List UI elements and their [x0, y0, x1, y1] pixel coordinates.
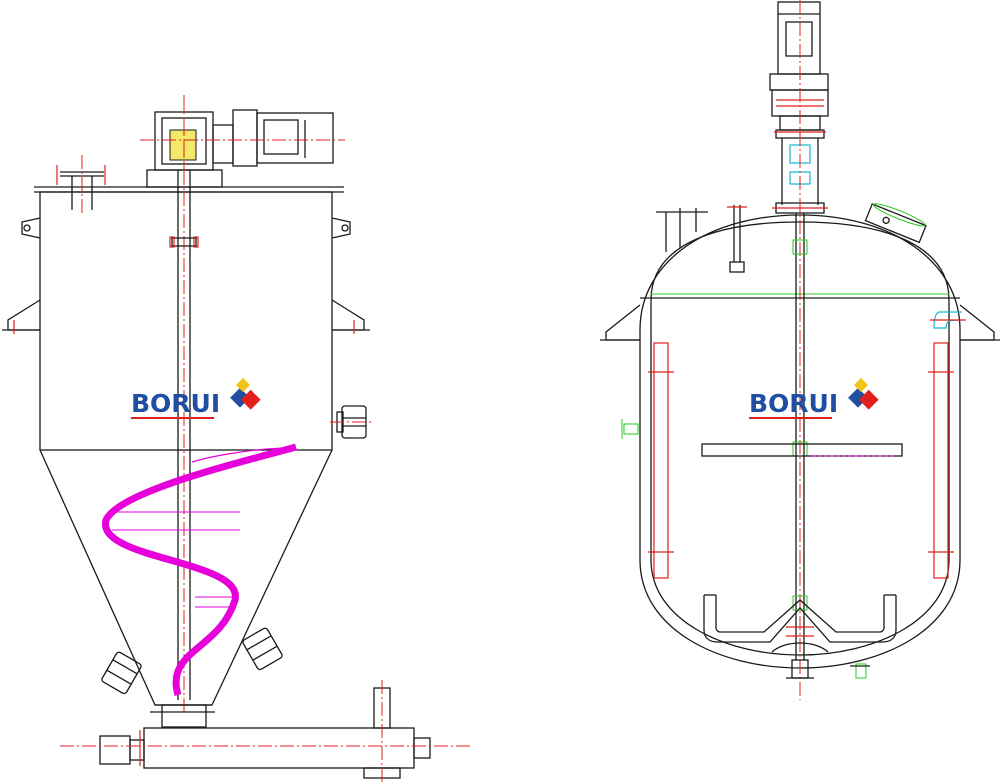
vibrator-left-cone	[101, 651, 142, 695]
anchor-agitator	[703, 594, 897, 679]
reactor-vessel	[600, 0, 1000, 700]
helical-screw	[102, 443, 297, 696]
reactor-motor	[769, 1, 829, 139]
support-lug-right	[959, 304, 995, 341]
baffle-right	[933, 342, 949, 579]
lifting-lug-left	[21, 217, 41, 239]
support-bracket-right	[331, 299, 365, 331]
flat-blade-impeller	[701, 443, 903, 457]
support-bracket-left	[7, 299, 41, 331]
outer-jacket	[639, 214, 961, 669]
vibrator-right-cone	[242, 627, 283, 671]
brand-logo-right: BORUI	[749, 377, 879, 419]
bottom-drain	[850, 663, 870, 679]
agitator-shaft	[792, 0, 808, 700]
lifting-lug-right	[331, 217, 351, 239]
brand-logo-text: BORUI	[131, 389, 220, 418]
gear-motor-drive	[140, 100, 345, 190]
manhole	[864, 203, 927, 244]
brand-logo-text: BORUI	[749, 389, 838, 418]
level-gauge-fitting	[621, 419, 639, 439]
bottom-screw-conveyor	[60, 680, 470, 784]
cone-shell	[39, 449, 333, 706]
reactor-thermowell	[727, 205, 747, 273]
feed-nozzle	[56, 155, 106, 215]
reactor-nozzle-left	[656, 208, 708, 252]
cylinder-shell	[39, 191, 333, 451]
conical-mixer	[2, 95, 470, 784]
support-lug-left	[605, 304, 641, 341]
vibrator-upper	[330, 405, 372, 439]
baffle-left	[653, 342, 669, 579]
screw-shaft	[169, 170, 199, 715]
brand-logo-mark	[230, 377, 261, 410]
brand-logo-mark	[848, 377, 879, 410]
side-nozzle	[930, 311, 966, 329]
brand-logo-left: BORUI	[131, 377, 261, 419]
